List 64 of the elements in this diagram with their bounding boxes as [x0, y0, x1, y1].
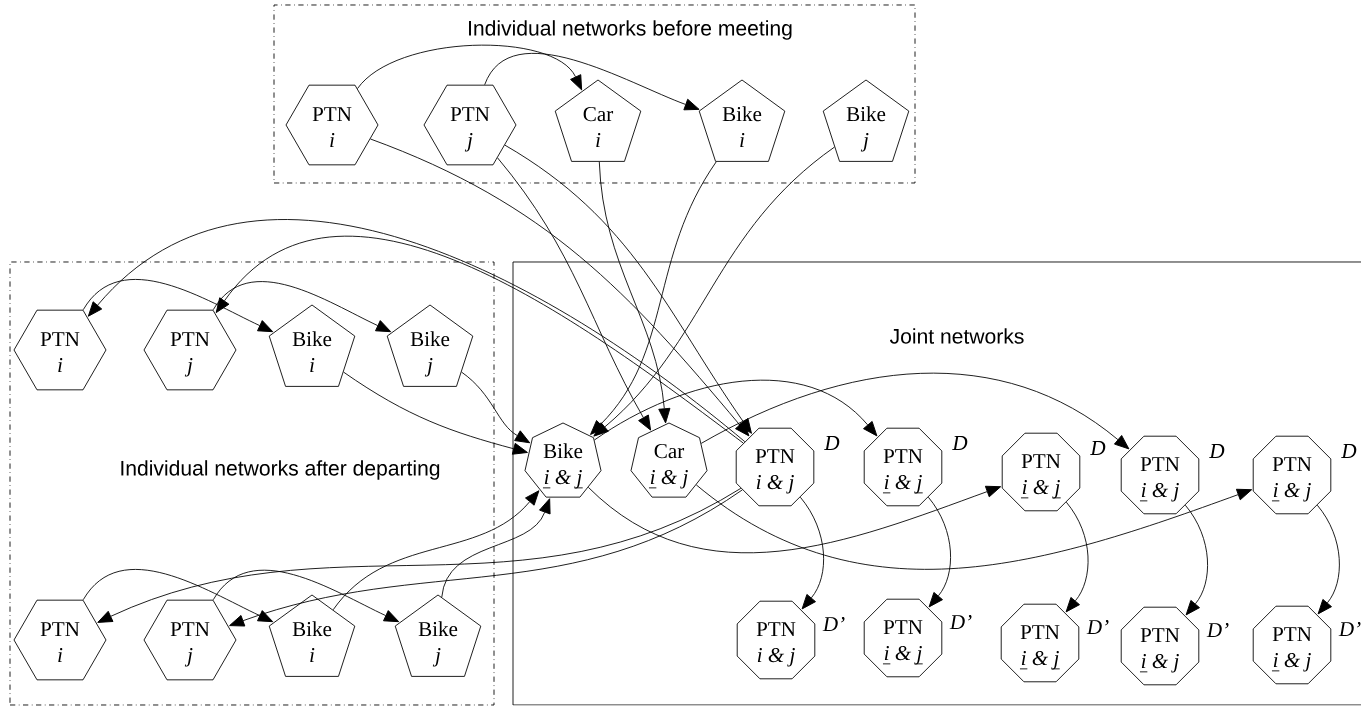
heptagon-node: Car i & j — [630, 422, 708, 498]
arrow — [370, 138, 750, 437]
arrow — [215, 236, 744, 444]
node-label: D — [824, 436, 840, 450]
arrow — [695, 484, 1253, 570]
arrow — [1065, 501, 1089, 613]
node-label: D — [1209, 444, 1225, 458]
heptagon-node: Bike i & j — [524, 422, 602, 498]
hexagon-node: PTN j — [143, 599, 237, 681]
node-label: D’ — [822, 616, 845, 631]
node-label: D’ — [1206, 622, 1229, 637]
arrow — [593, 146, 835, 437]
arrow — [441, 498, 551, 598]
pentagon-node: Bike j — [822, 79, 910, 162]
octagon-node: PTN i & j — [1120, 435, 1200, 515]
hexagon-node: PTN i — [13, 599, 107, 681]
pentagon-node: Car i — [554, 79, 642, 162]
arrow — [484, 52, 700, 111]
arrow — [343, 371, 528, 455]
octagon-node: PTN i & j — [863, 598, 943, 678]
arrow — [82, 279, 274, 333]
arrow — [212, 569, 400, 623]
pentagon-node: Bike j — [386, 304, 474, 387]
arrow — [497, 157, 651, 431]
arrow — [87, 219, 746, 443]
hexagon-node: PTN j — [143, 309, 237, 391]
arrow — [700, 372, 1130, 450]
arrow — [590, 161, 717, 435]
arrow — [927, 496, 951, 608]
arrow — [587, 485, 1002, 554]
node-label: D’ — [1338, 621, 1361, 636]
arrow — [598, 161, 671, 424]
arrow — [82, 569, 274, 623]
arrow — [461, 371, 531, 444]
octagon-node: PTN i & j — [1000, 603, 1080, 683]
node-label: D — [1341, 444, 1357, 458]
arrow — [504, 144, 752, 434]
arrow — [212, 281, 392, 333]
hexagon-node: PTN i — [13, 309, 107, 391]
arrow — [1184, 504, 1208, 616]
pentagon-node: Bike i — [268, 304, 356, 387]
arrow — [97, 487, 742, 623]
octagon-node: PTN i & j — [735, 427, 815, 507]
octagon-node: PTN i & j — [1252, 435, 1332, 515]
arrow — [332, 490, 540, 611]
arrow — [1316, 504, 1340, 615]
node-label: D — [952, 436, 968, 450]
arrow — [229, 489, 743, 627]
pentagon-node: Bike j — [394, 594, 482, 677]
octagon-node: PTN i & j — [863, 427, 943, 507]
hexagon-node: PTN j — [423, 84, 517, 166]
octagon-node: PTN i & j — [736, 600, 816, 680]
octagon-node: PTN i & j — [1120, 606, 1200, 686]
arrow — [357, 44, 583, 91]
pentagon-node: Bike i — [268, 594, 356, 677]
node-label: D’ — [949, 614, 972, 629]
arrow — [594, 379, 878, 441]
hexagon-node: PTN i — [285, 84, 379, 166]
node-label: D’ — [1086, 619, 1109, 634]
pentagon-node: Bike i — [698, 79, 786, 162]
octagon-node: PTN i & j — [1252, 605, 1332, 685]
node-label: D — [1090, 441, 1106, 455]
arrow — [799, 496, 825, 610]
octagon-node: PTN i & j — [1001, 432, 1081, 512]
